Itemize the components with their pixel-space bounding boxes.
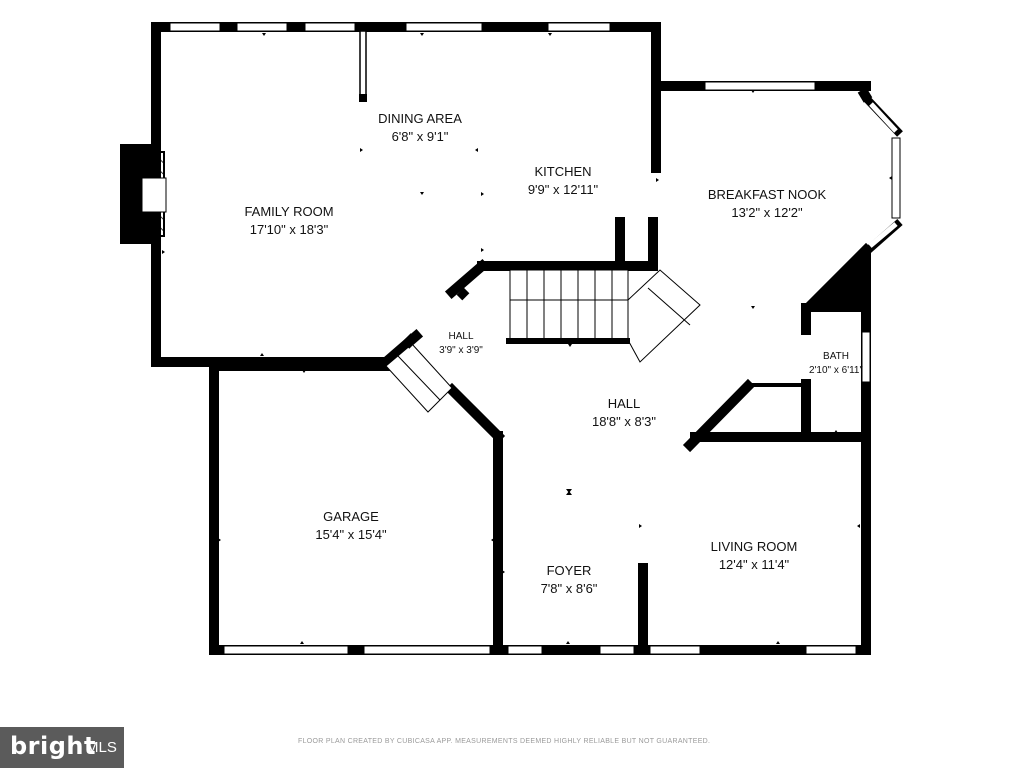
- window: [507, 645, 543, 655]
- room-label-living-room: LIVING ROOM 12'4" x 11'4": [711, 538, 798, 574]
- markers: [162, 33, 892, 644]
- room-size: 17'10" x 18'3": [249, 222, 329, 237]
- room-name: BATH: [823, 351, 849, 362]
- room-size: 13'2" x 12'2": [731, 205, 803, 220]
- room-name: FOYER: [546, 563, 592, 578]
- room-label-kitchen: KITCHEN 9'9" x 12'11": [528, 163, 598, 199]
- room-name: HALL: [607, 396, 641, 411]
- fireplace: [120, 144, 167, 244]
- window: [599, 645, 635, 655]
- room-size: 9'9" x 12'11": [527, 182, 599, 197]
- room-label-foyer: FOYER 7'8" x 8'6": [541, 562, 598, 598]
- room-size: 12'4" x 11'4": [718, 557, 790, 572]
- room-size: 18'8" x 8'3": [591, 414, 657, 429]
- room-name: FAMILY ROOM: [244, 204, 334, 219]
- partition: [359, 30, 367, 102]
- room-label-hall-main: HALL 18'8" x 8'3": [592, 395, 656, 431]
- walls: [151, 22, 874, 655]
- wall-stair-diag: [444, 258, 490, 300]
- room-size: 2'10" x 6'11": [808, 365, 864, 376]
- window: [304, 22, 356, 32]
- room-label-hall-small: HALL 3'9" x 3'9": [439, 330, 483, 358]
- room-name: HALL: [448, 331, 474, 342]
- window: [363, 645, 491, 655]
- room-label-family-room: FAMILY ROOM 17'10" x 18'3": [244, 203, 333, 239]
- room-size: 7'8" x 8'6": [540, 581, 598, 596]
- room-name: GARAGE: [323, 509, 379, 524]
- room-name: KITCHEN: [534, 164, 592, 179]
- wall-hall-diag: [682, 378, 756, 453]
- window: [223, 645, 349, 655]
- room-label-bath: BATH 2'10" x 6'11": [809, 350, 863, 378]
- room-size: 3'9" x 3'9": [439, 345, 483, 356]
- window: [405, 22, 483, 32]
- room-size: 15'4" x 15'4": [315, 527, 387, 542]
- logo-wordmark: bright: [10, 732, 96, 760]
- room-label-breakfast-nook: BREAKFAST NOOK 13'2" x 12'2": [708, 186, 826, 222]
- window: [704, 81, 816, 91]
- window: [649, 645, 701, 655]
- window: [547, 22, 611, 32]
- room-size: 6'8" x 9'1": [391, 129, 449, 144]
- staircase: [509, 269, 701, 363]
- disclaimer-text: FLOOR PLAN CREATED BY CUBICASA APP. MEAS…: [298, 738, 711, 745]
- window: [169, 22, 221, 32]
- brightmls-logo: bright MLS: [0, 727, 124, 768]
- window: [236, 22, 288, 32]
- room-label-dining-area: DINING AREA 6'8" x 9'1": [378, 110, 462, 146]
- wall-garage-diag: [444, 382, 506, 444]
- room-name: BREAKFAST NOOK: [707, 187, 827, 202]
- logo-suffix: MLS: [86, 739, 117, 756]
- room-name: LIVING ROOM: [710, 539, 798, 554]
- room-label-garage: GARAGE 15'4" x 15'4": [315, 508, 386, 544]
- corner-wedge: [806, 248, 866, 312]
- window: [861, 331, 871, 383]
- window: [805, 645, 857, 655]
- entry-steps: [385, 343, 453, 413]
- room-name: DINING AREA: [378, 111, 462, 126]
